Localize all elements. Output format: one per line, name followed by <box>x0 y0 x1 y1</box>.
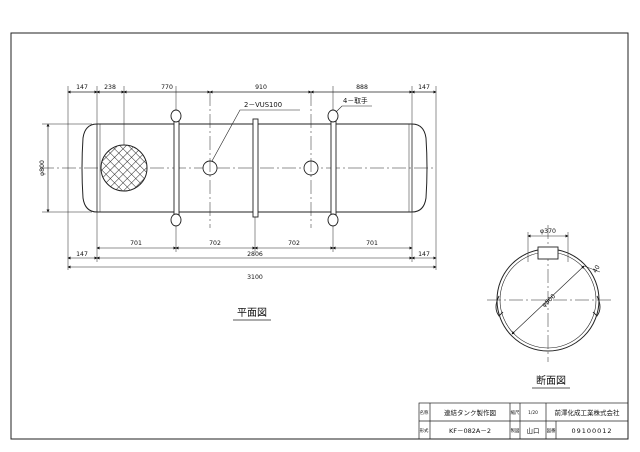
rib-1 <box>173 118 180 218</box>
section-view-title: 断面図 <box>536 374 566 387</box>
callout-handle-leader <box>335 105 372 113</box>
section-handle-left <box>495 295 504 317</box>
title-drafter-value: 山口 <box>527 426 540 435</box>
dim-top-147-left: 147 <box>76 84 88 91</box>
drawing-border <box>10 32 629 440</box>
dim-top-770: 770 <box>161 84 173 91</box>
callout-nozzle-leader <box>211 109 300 162</box>
rib-2 <box>252 118 259 218</box>
dim-overall-inner: 2806 <box>247 251 263 258</box>
title-name-label: 名称 <box>420 409 429 416</box>
section-dim-diameter: φ800 <box>541 293 557 309</box>
callout-nozzle-text: 2－VUS100 <box>244 101 282 109</box>
title-drafter-label: 製図 <box>511 427 520 434</box>
dim-bottom-701-right: 701 <box>366 240 378 247</box>
handle-2 <box>170 213 182 227</box>
dim-top-910: 910 <box>255 84 267 91</box>
section-dim-diameter-line <box>511 265 585 335</box>
dim-overall-total: 3100 <box>247 274 263 281</box>
title-model-value: KF－082A－2 <box>449 427 491 435</box>
handle-1 <box>170 109 182 123</box>
title-model-label: 形式 <box>420 427 429 434</box>
title-scale-label: 縮尺 <box>511 409 520 416</box>
extension-lines <box>42 86 437 270</box>
dim-end-147-left: 147 <box>76 251 88 258</box>
dim-bottom-701-left: 701 <box>130 240 142 247</box>
bottom-dimension-lines <box>67 246 437 269</box>
title-drawing-no-label: 図番 <box>547 427 556 434</box>
title-name-value: 連結タンク製作図 <box>444 408 496 417</box>
rib-3 <box>330 118 337 218</box>
section-handle-right <box>592 295 601 317</box>
callout-handle-text: 4－取手 <box>343 96 368 105</box>
plan-view <box>40 92 435 228</box>
section-dim-handle: 40 <box>592 264 602 274</box>
dim-bottom-702-left: 702 <box>209 240 221 247</box>
plan-view-title: 平面図 <box>237 307 267 319</box>
dim-end-147-right: 147 <box>418 251 430 258</box>
title-block <box>418 402 629 440</box>
dim-bottom-702-right: 702 <box>288 240 300 247</box>
section-dim-top: φ370 <box>540 228 556 235</box>
dim-top-238: 238 <box>104 84 116 91</box>
section-view <box>487 225 612 362</box>
section-port <box>537 246 559 260</box>
title-drawing-no-value: 09100012 <box>571 427 612 435</box>
dim-top-147-right: 147 <box>418 84 430 91</box>
title-scale-value: 1/20 <box>528 410 538 416</box>
dim-diameter-plan: φ800 <box>39 160 46 176</box>
title-company: 前澤化成工業株式会社 <box>555 408 621 417</box>
mesh-inspection-port <box>100 144 148 192</box>
dim-top-888: 888 <box>356 84 368 91</box>
handle-4 <box>327 213 339 227</box>
